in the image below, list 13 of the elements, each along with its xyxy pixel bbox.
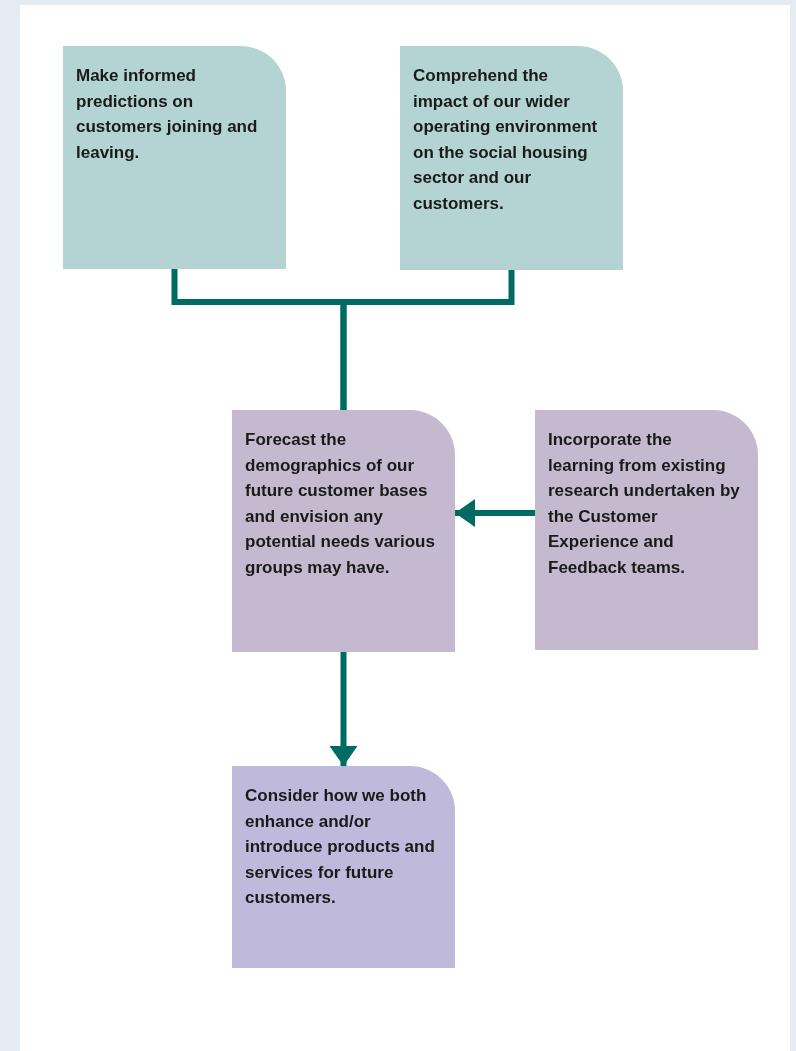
step-text: Comprehend the impact of our wider operating environment on the social housing sector and our customers. (413, 65, 599, 215)
step-box (63, 46, 286, 269)
arrow (455, 499, 535, 527)
step-text: Forecast the demographics of our future customer bases and envision any potential needs various groups may have. (245, 429, 436, 579)
step-box (232, 766, 455, 968)
step-text: Make informed predictions on customers joining and leaving. (76, 65, 259, 164)
connector-line (340, 270, 515, 410)
step-box (232, 410, 455, 652)
step-text: Consider how we both enhance and/or introduce products and services for future customers. (245, 785, 436, 909)
step-box (400, 46, 623, 270)
step-box (535, 410, 758, 650)
arrow (329, 652, 358, 766)
step-text: Incorporate the learning from existing research undertaken by the Customer Experience and Feedback teams. (548, 429, 740, 579)
